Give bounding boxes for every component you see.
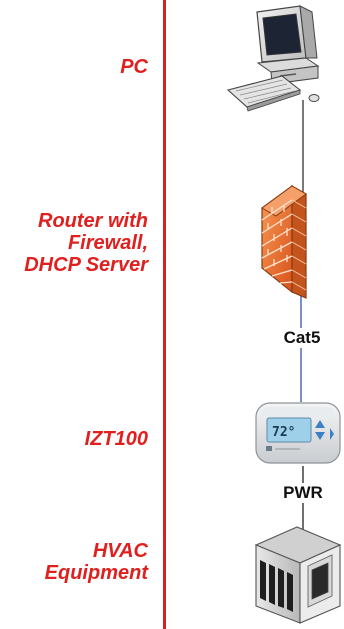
label-router: Router with Firewall, DHCP Server [24, 210, 148, 276]
connection-label-pwr: PWR [273, 483, 333, 503]
label-pc: PC [120, 56, 148, 78]
hvac-unit-icon [254, 526, 342, 624]
divider-line [163, 0, 166, 629]
label-hvac: HVAC Equipment [44, 540, 148, 584]
thermostat-display: 72° [272, 425, 295, 440]
label-izt100: IZT100 [84, 428, 148, 450]
connection-label-cat5: Cat5 [272, 328, 332, 348]
pc-icon [226, 5, 320, 112]
thermostat-icon: 72° [255, 402, 341, 464]
firewall-icon [261, 184, 307, 299]
